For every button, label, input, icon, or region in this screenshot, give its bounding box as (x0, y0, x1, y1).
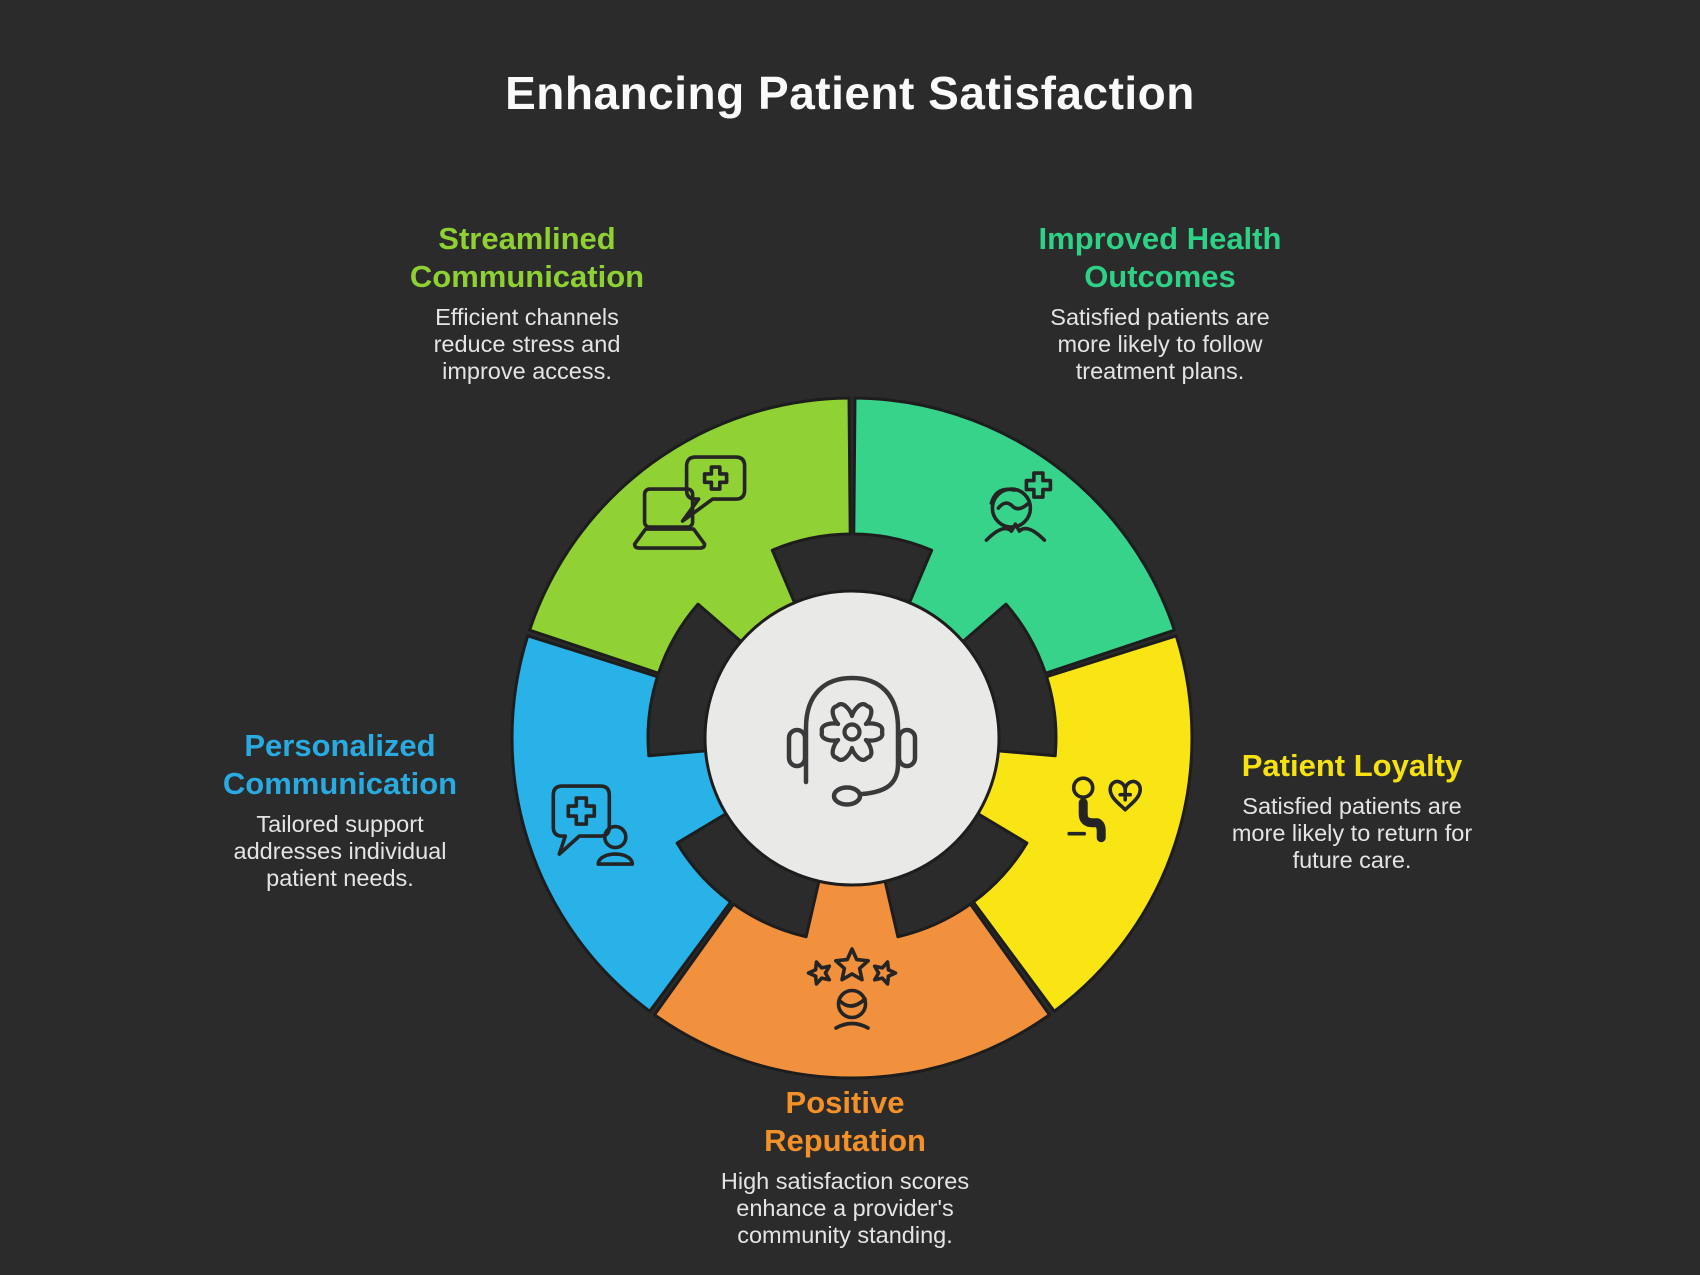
segment-heading: Patient Loyalty (1241, 748, 1463, 783)
segment-heading: Personalized Communication (222, 728, 458, 801)
segment-description: Satisfied patients are more likely to fo… (1050, 303, 1270, 385)
segment-label-positive-reputation: Positive Reputation High satisfaction sc… (645, 1084, 1045, 1249)
segment-label-streamlined-communication: Streamlined Communication Efficient chan… (327, 220, 727, 385)
rating-stars-person-icon (806, 947, 898, 1030)
segment-heading: Positive Reputation (764, 1085, 926, 1158)
wheel-segment-improved-health-outcomes (852, 396, 1176, 675)
segment-description: Satisfied patients are more likely to re… (1231, 792, 1473, 874)
segment-description: High satisfaction scores enhance a provi… (720, 1167, 970, 1249)
segment-label-personalized-communication: Personalized Communication Tailored supp… (140, 727, 540, 892)
laptop-medical-chat-icon (632, 455, 747, 550)
wheel-segment-positive-reputation (653, 872, 1051, 1080)
segment-label-improved-health-outcomes: Improved Health Outcomes Satisfied patie… (960, 220, 1360, 385)
wheel-segment-streamlined-communication (528, 396, 852, 675)
satisfaction-wheel-diagram (510, 396, 1194, 1080)
page-title: Enhancing Patient Satisfaction (505, 67, 1195, 119)
segment-description: Tailored support addresses individual pa… (233, 810, 447, 892)
support-headset-gear-icon (786, 675, 918, 807)
wheel-segment-patient-loyalty (970, 634, 1194, 1013)
segment-label-patient-loyalty: Patient Loyalty Satisfied patients are m… (1152, 747, 1552, 875)
segment-description: Efficient channels reduce stress and imp… (433, 303, 621, 385)
medical-chat-person-icon (551, 784, 635, 866)
segment-heading: Improved Health Outcomes (1038, 221, 1282, 294)
wheel-segment-personalized-communication (510, 634, 734, 1013)
patient-heart-icon (1067, 776, 1142, 843)
segment-heading: Streamlined Communication (409, 221, 645, 294)
patient-plus-icon (984, 471, 1053, 542)
